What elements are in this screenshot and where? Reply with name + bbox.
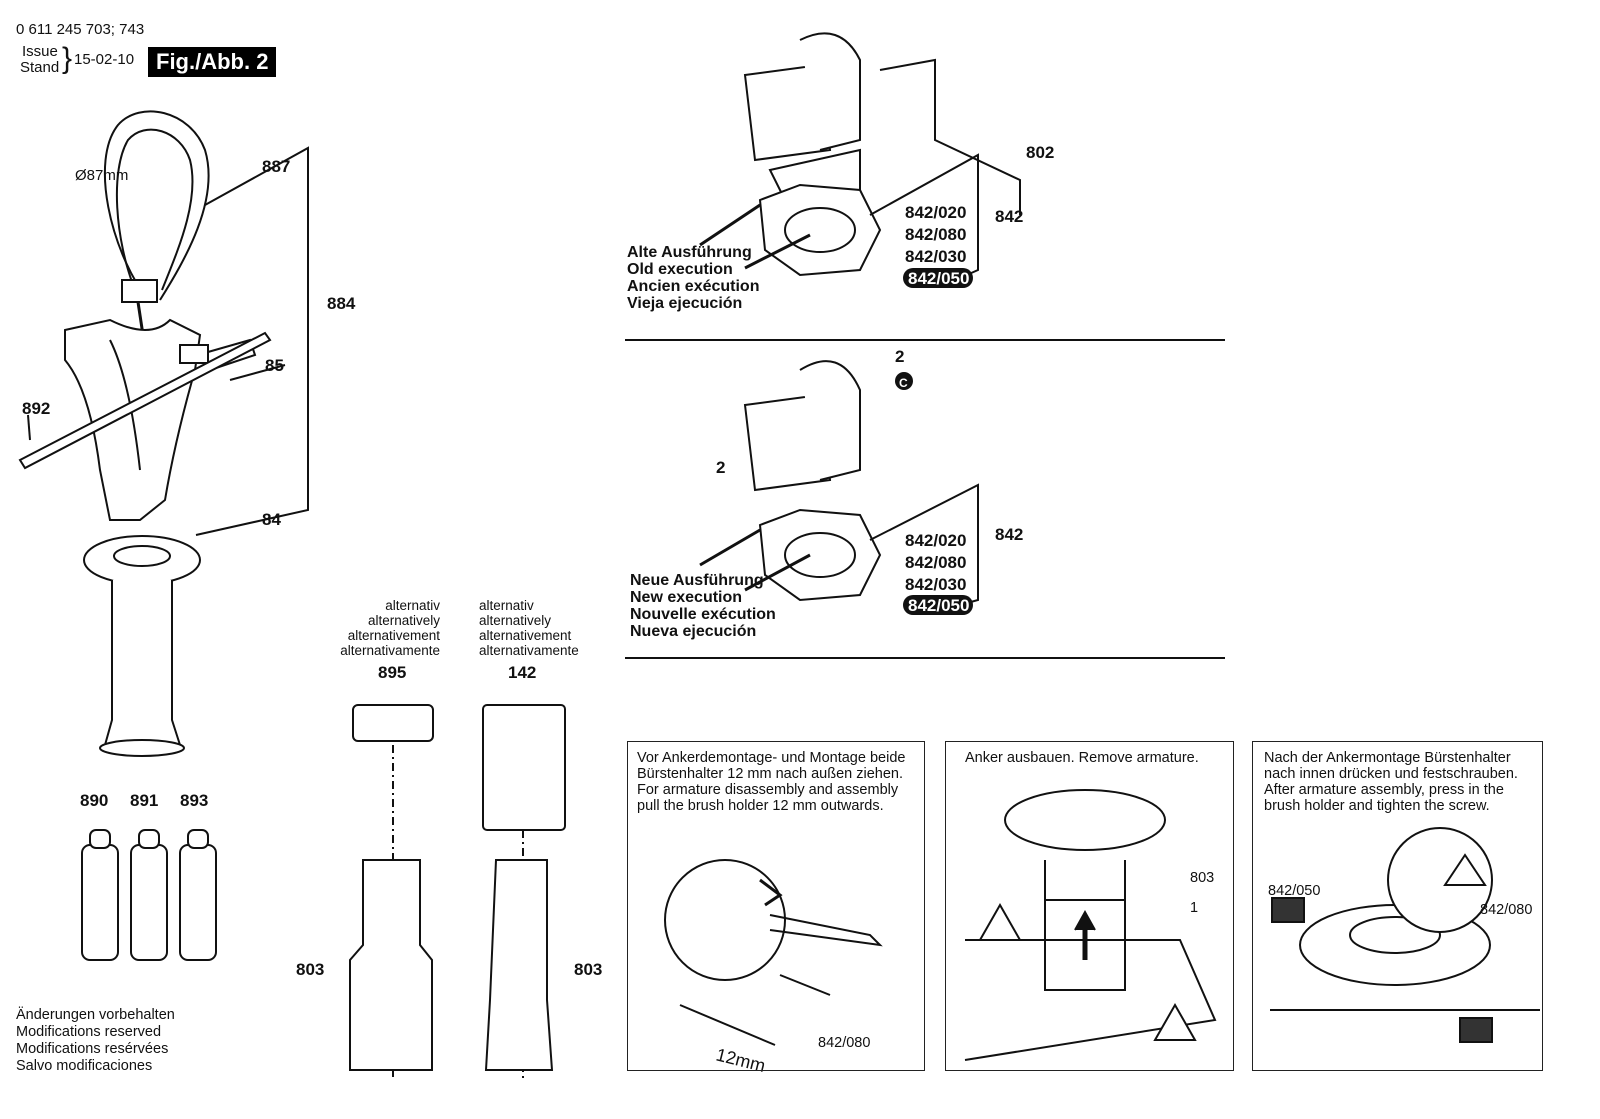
part-842-080-lower: 842/080 (905, 553, 966, 572)
instruction-box-assembly (1252, 741, 1543, 1071)
part-842-050-lower: 842/050 (908, 596, 969, 615)
new-exec-1: New execution (630, 589, 743, 606)
box3-line-0: Nach der Ankermontage Bürstenhalter (1264, 750, 1511, 766)
old-exec-1: Old execution (627, 261, 733, 278)
part-142: 142 (508, 663, 536, 682)
part-84: 84 (262, 510, 281, 529)
alt-right-3: alternativamente (479, 643, 579, 658)
diameter-label: Ø87mm (75, 167, 128, 184)
mod-0: Änderungen vorbehalten (16, 1007, 175, 1023)
box3-part-842-080: 842/080 (1480, 902, 1532, 918)
band-screw-block (121, 279, 158, 303)
figure-label: Fig./Abb. 2 (148, 47, 277, 77)
alt-left-0: alternativ (385, 598, 440, 613)
part-895: 895 (378, 663, 406, 682)
part-842-050-upper: 842/050 (908, 269, 969, 288)
old-exec-0: Alte Ausführung (627, 244, 752, 261)
box1-line-2: For armature disassembly and assembly (637, 782, 899, 798)
brush-holder-old (758, 183, 882, 277)
part-890: 890 (80, 791, 108, 810)
box3-line-2: After armature assembly, press in the (1264, 782, 1504, 798)
alternatives-right: alternativ alternatively alternativement… (479, 598, 594, 658)
part-2-left: 2 (716, 458, 725, 477)
instruction-box-disassembly (627, 741, 925, 1071)
old-exec-3: Vieja ejecución (627, 295, 743, 312)
box3-line-1: nach innen drücken und festschrauben. (1264, 766, 1518, 782)
spindle-left (349, 859, 433, 1071)
mod-3: Salvo modificaciones (16, 1058, 153, 1074)
sleeve-895 (352, 704, 434, 742)
part-891: 891 (130, 791, 158, 810)
alternatives-left: alternativ alternatively alternativement… (325, 598, 440, 658)
sleeve-142 (482, 704, 566, 831)
part-887: 887 (262, 157, 290, 176)
box3-line-3: brush holder and tighten the screw. (1264, 798, 1490, 814)
old-execution-labels: Alte Ausführung Old execution Ancien exé… (627, 244, 759, 312)
box3-part-842-050: 842/050 (1268, 883, 1320, 899)
instruction-box-remove-armature-text: Anker ausbauen. Remove armature. (965, 750, 1199, 766)
instruction-box-disassembly-text: Vor Ankerdemontage- und Montage beide Bü… (637, 750, 905, 814)
new-exec-2: Nouvelle exécution (630, 606, 776, 623)
new-exec-3: Nueva ejecución (630, 623, 757, 640)
part-842-020-lower: 842/020 (905, 531, 966, 550)
issue-label: Issue (22, 43, 58, 60)
issue-date: 15-02-10 (74, 51, 135, 68)
alt-right-0: alternativ (479, 598, 534, 613)
brace-symbol: } (62, 42, 73, 75)
brush-holder-new (758, 508, 882, 602)
new-execution-labels: Neue Ausführung New execution Nouvelle e… (630, 572, 776, 640)
part-892: 892 (22, 399, 50, 418)
alt-left-2: alternativement (347, 628, 440, 643)
mod-1: Modifications reserved (16, 1024, 162, 1040)
part-842-upper: 842 (995, 207, 1023, 226)
instruction-box-remove-armature (945, 741, 1234, 1071)
part-842-030-upper: 842/030 (905, 247, 966, 266)
bracket-knob (179, 344, 209, 364)
spindle-right (484, 859, 554, 1071)
modifications-notice: Änderungen vorbehalten Modifications res… (16, 1007, 175, 1075)
box1-line-1: Bürstenhalter 12 mm nach außen ziehen. (637, 766, 903, 782)
alt-right-1: alternatively (479, 613, 552, 628)
part-803-left: 803 (296, 960, 324, 979)
part-803-right: 803 (574, 960, 602, 979)
alt-left-1: alternatively (367, 613, 440, 628)
c-mark: C (899, 376, 908, 390)
stand-label: Stand (20, 59, 60, 76)
grease-tubes (81, 829, 217, 961)
box1-part-842-080: 842/080 (818, 1035, 870, 1051)
field-coil-old (743, 32, 861, 212)
handle-flange (83, 535, 201, 585)
part-842-030-lower: 842/030 (905, 575, 966, 594)
handle-grip (103, 580, 182, 746)
new-exec-0: Neue Ausführung (630, 572, 764, 589)
depth-rod (18, 331, 272, 470)
part-842-020-upper: 842/020 (905, 203, 966, 222)
box1-line-0: Vor Ankerdemontage- und Montage beide (637, 750, 906, 766)
old-exec-2: Ancien exécution (627, 278, 760, 295)
part-85: 85 (265, 356, 284, 375)
alt-left-3: alternativamente (340, 643, 440, 658)
part-number: 0 611 245 703; 743 (16, 21, 145, 38)
alt-right-2: alternativement (479, 628, 572, 643)
box2-part-1: 1 (1190, 900, 1198, 916)
part-842-lower: 842 (995, 525, 1023, 544)
depth-clamp-band (103, 110, 210, 301)
part-884: 884 (327, 294, 356, 313)
field-coil-new (743, 360, 861, 492)
armature-assembly-illustration (1270, 827, 1540, 1043)
box2-line-0: Anker ausbauen. Remove armature. (965, 750, 1199, 766)
armature-removal-illustration (964, 789, 1217, 1061)
part-802: 802 (1026, 143, 1054, 162)
box2-part-803: 803 (1190, 870, 1214, 886)
part-842-080-upper: 842/080 (905, 225, 966, 244)
brush-holder-pull-illustration (664, 859, 883, 1046)
box1-line-3: pull the brush holder 12 mm outwards. (637, 798, 884, 814)
mod-2: Modifications resérvées (16, 1041, 169, 1057)
part-2-upper: 2 (895, 347, 904, 366)
part-893: 893 (180, 791, 208, 810)
instruction-box-assembly-text: Nach der Ankermontage Bürstenhalter nach… (1264, 750, 1518, 814)
